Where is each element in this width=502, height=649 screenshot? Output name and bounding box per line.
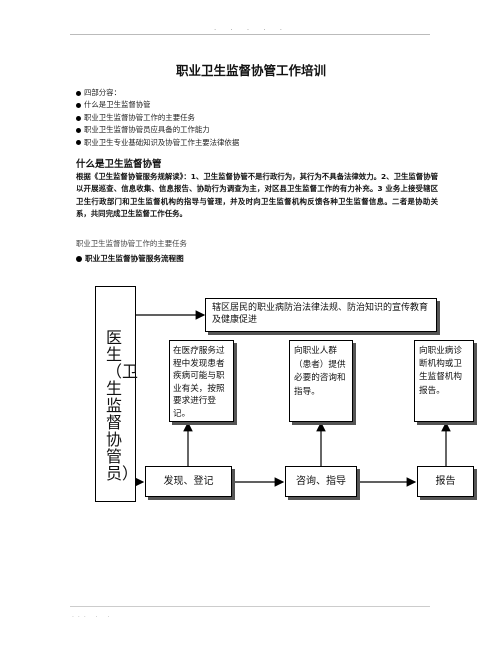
bullet-icon <box>76 127 81 133</box>
bullet-icon <box>76 103 81 109</box>
list-item: 什么是卫生监督协管 <box>76 99 239 111</box>
bullet-icon <box>76 115 81 121</box>
flow-box-discover: 发现、登记 <box>145 466 232 497</box>
list-item: 职业卫生监督协管员应具备的工作能力 <box>76 124 239 136</box>
flow-box-report: 报告 <box>417 466 474 497</box>
header-dots: . . . . . <box>213 24 289 32</box>
header-rule <box>70 34 430 35</box>
list-item: 四部分容： <box>76 87 239 99</box>
footer-rule <box>70 606 430 607</box>
flowchart-title: 职业卫生监督协管服务流程图 <box>76 253 184 264</box>
footer-dots: ... . . <box>72 612 114 619</box>
flow-box-doctor: 医生（卫生监督协管员） <box>95 286 139 502</box>
contents-list: 四部分容： 什么是卫生监督协管 职业卫生监督协管工作的主要任务 职业卫生监督协管… <box>76 87 239 149</box>
section-heading-2: 职业卫生监督协管工作的主要任务 <box>76 239 187 248</box>
flow-box-discover-detail: 在医疗服务过程中发现患者疾病可能与职业有关，按照要求进行登记。 <box>169 340 234 422</box>
list-item: 职业卫生监督协管工作的主要任务 <box>76 112 239 124</box>
flow-box-consult-detail: 向职业人群（患者）提供必要的咨询和指导。 <box>289 340 353 422</box>
flow-box-report-detail: 向职业病诊断机构或卫生监督机构报告。 <box>414 340 474 422</box>
flow-box-education: 辖区居民的职业病防治法律法规、防治知识的宣传教育及健康促进 <box>205 298 437 332</box>
section-heading: 什么是卫生监督协管 <box>76 159 162 170</box>
bullet-icon <box>76 140 81 146</box>
bullet-icon <box>76 255 82 262</box>
flow-box-doctor-label: 医生（卫生监督协管员） <box>106 328 139 483</box>
list-item: 职业卫生专业基础知识及协管工作主要法律依据 <box>76 137 239 149</box>
page-title: 职业卫生监督协管工作培训 <box>175 63 326 78</box>
section-paragraph: 根据《卫生监督协管服务规解读》：1、卫生监督协管不是行政行为，其行为不具备法律效… <box>76 172 438 218</box>
bullet-icon <box>76 90 81 96</box>
flow-box-consult: 咨询、指导 <box>285 466 357 497</box>
